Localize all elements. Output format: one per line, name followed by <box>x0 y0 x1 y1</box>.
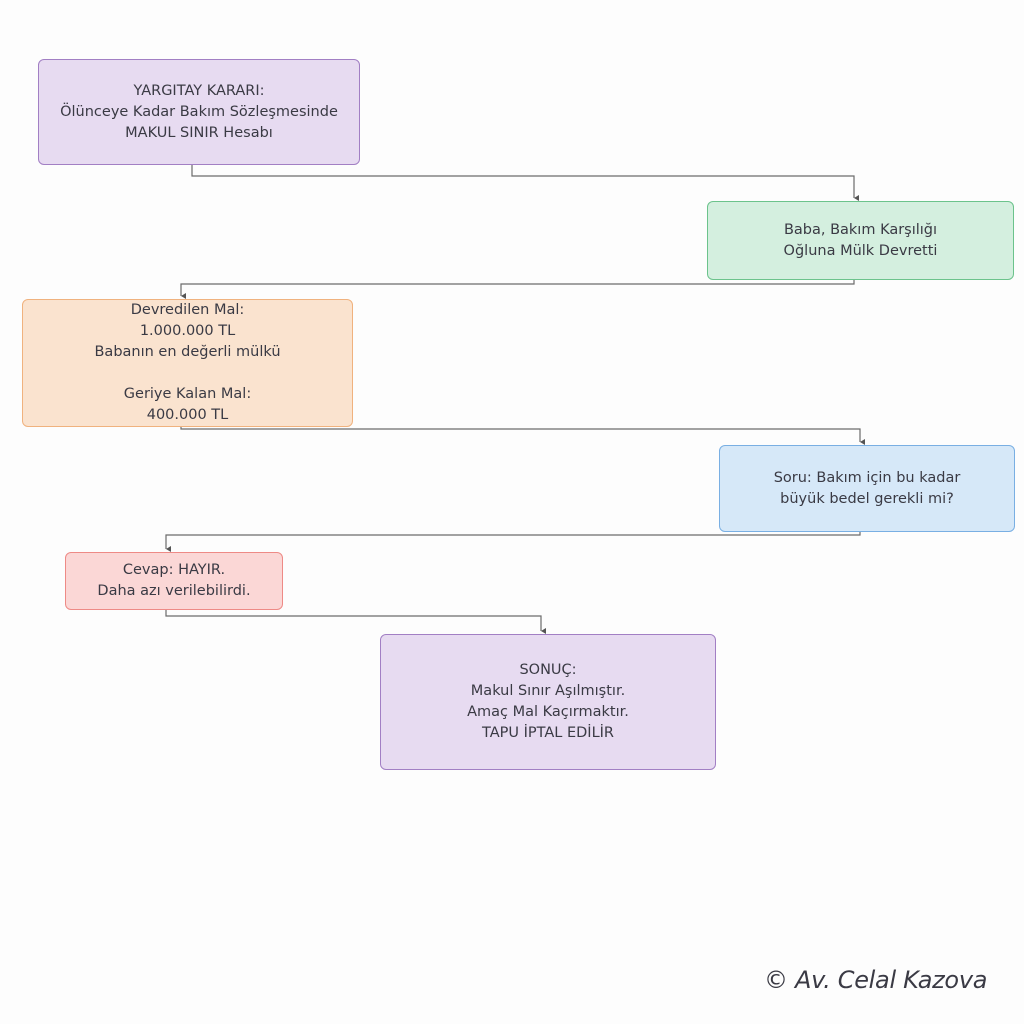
node-text: Amaç Mal Kaçırmaktır. <box>467 704 629 720</box>
node-text: Baba, Bakım Karşılığı <box>783 221 938 238</box>
node-text: Ölünceye Kadar Bakım Sözleşmesinde <box>60 103 338 120</box>
copyright-notice: © Av. Celal Kazova <box>764 966 988 994</box>
node-text: 1.000.000 TL <box>139 323 236 339</box>
connector-soru-to-cevap <box>165 532 861 552</box>
node-text: Cevap: HAYIR. <box>122 562 226 578</box>
node-text: TAPU İPTAL EDİLİR <box>481 725 614 741</box>
node-text: büyük bedel gerekli mi? <box>780 490 954 507</box>
node-devredilen-mal: Devredilen Mal: 1.000.000 TL Babanın en … <box>22 299 353 427</box>
node-yargitay-karari: YARGITAY KARARI: Ölünceye Kadar Bakım Sö… <box>38 59 360 165</box>
node-text: Soru: Bakım için bu kadar <box>773 469 961 486</box>
node-text: 400.000 TL <box>146 407 229 423</box>
node-text: Geriye Kalan Mal: <box>123 386 252 402</box>
connector-devir-to-mal <box>180 280 855 299</box>
node-text: Makul Sınır Aşılmıştır. <box>470 683 626 699</box>
node-mulk-devri: Baba, Bakım Karşılığı Oğluna Mülk Devret… <box>707 201 1014 280</box>
node-text: Oğluna Mülk Devretti <box>783 242 938 259</box>
node-text: Devredilen Mal: <box>130 302 245 318</box>
node-text: Babanın en değerli mülkü <box>94 344 281 360</box>
connector-karar-to-devir <box>191 165 859 201</box>
node-text: YARGITAY KARARI: <box>133 82 265 99</box>
node-sonuc: SONUÇ: Makul Sınır Aşılmıştır. Amaç Mal … <box>380 634 716 770</box>
connector-mal-to-soru <box>180 427 865 445</box>
connector-cevap-to-sonuc <box>165 610 546 634</box>
node-cevap: Cevap: HAYIR. Daha azı verilebilirdi. <box>65 552 283 610</box>
node-soru: Soru: Bakım için bu kadar büyük bedel ge… <box>719 445 1015 532</box>
node-text: SONUÇ: <box>519 662 577 678</box>
node-text: MAKUL SINIR Hesabı <box>125 124 273 141</box>
node-text: Daha azı verilebilirdi. <box>97 583 251 599</box>
